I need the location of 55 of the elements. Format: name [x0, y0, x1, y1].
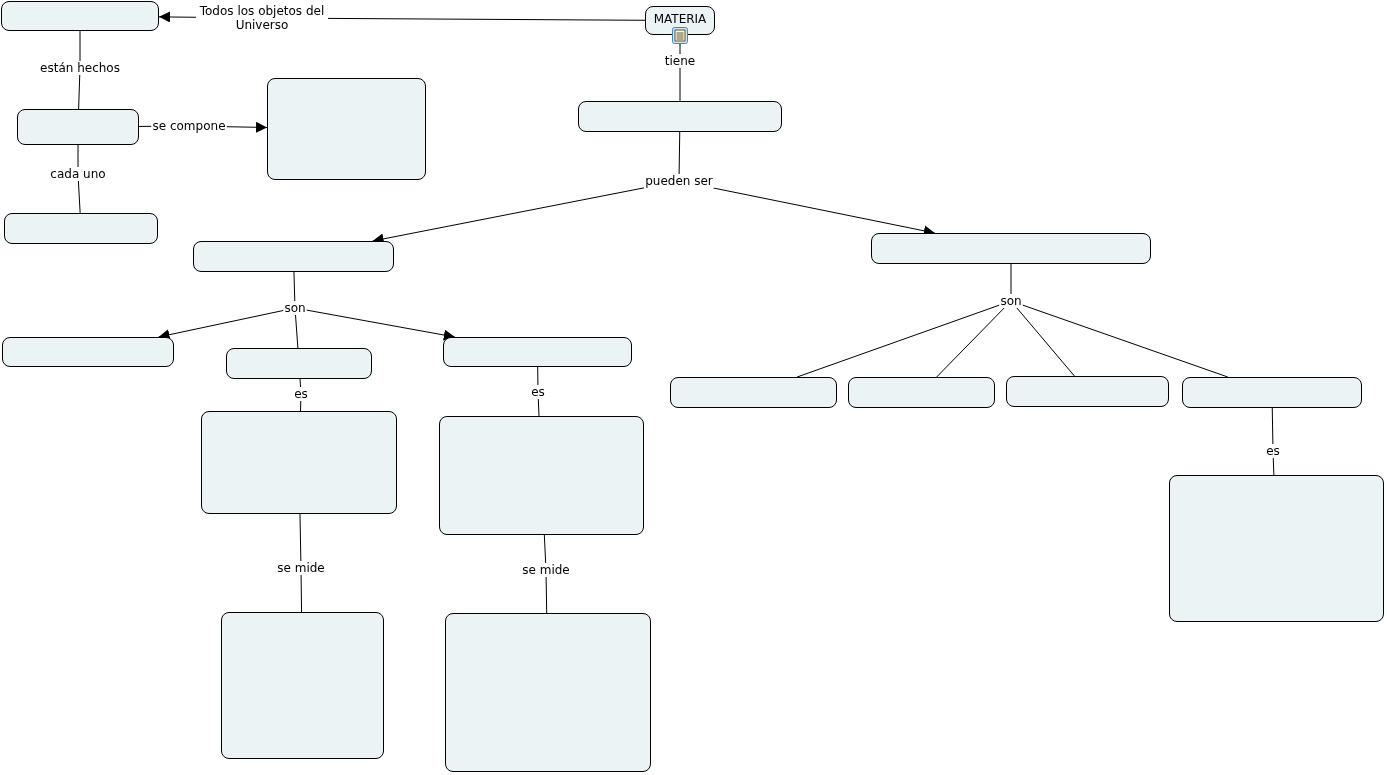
concept-box — [226, 348, 372, 379]
arrow — [158, 11, 197, 23]
concept-box — [1, 1, 159, 31]
connector-line — [543, 534, 547, 564]
concept-box — [1182, 377, 1362, 408]
connector-line — [1272, 457, 1275, 476]
connector-line — [796, 304, 1000, 378]
concept-box — [267, 78, 426, 180]
connector-line — [79, 30, 81, 62]
concept-box — [670, 377, 837, 408]
concept-box — [2, 337, 174, 367]
concept-box — [871, 233, 1151, 264]
concept-box — [1006, 376, 1169, 407]
linking-phrase: están hechos — [39, 61, 121, 75]
connector-line — [537, 366, 539, 386]
connector-line — [537, 398, 540, 417]
connector-line — [936, 307, 1005, 378]
connector-line — [77, 144, 79, 168]
connector-line — [679, 67, 681, 102]
connector-line — [678, 131, 681, 175]
arrow — [306, 309, 456, 341]
connector-line — [300, 574, 303, 613]
concept-box — [221, 612, 384, 759]
connector-line — [1271, 407, 1274, 445]
connector-line — [545, 576, 548, 614]
connector-line — [293, 271, 296, 302]
connector-line — [78, 74, 81, 110]
connector-line — [299, 513, 302, 562]
connector-line — [327, 17, 646, 21]
concept-box — [439, 416, 644, 535]
concept-box — [17, 109, 139, 145]
concept-box — [1169, 475, 1384, 622]
linking-phrase: cada uno — [49, 167, 107, 181]
concept-box — [201, 411, 397, 514]
linking-phrase: pueden ser — [644, 174, 714, 188]
linking-phrase: se mide — [276, 561, 326, 575]
connector-line — [295, 314, 299, 349]
concept-box — [443, 337, 632, 367]
arrow — [226, 121, 268, 133]
linking-phrase: tiene — [663, 54, 697, 68]
concept-box — [578, 101, 782, 132]
connector-line — [77, 180, 81, 214]
connector-line — [1016, 307, 1075, 377]
connector-line — [138, 125, 152, 127]
connector-line — [1022, 304, 1229, 378]
concept-box — [445, 613, 651, 772]
concept-box — [645, 6, 715, 35]
connector-line — [299, 378, 302, 388]
concept-box — [848, 377, 995, 408]
concept-label: MATERIA — [653, 12, 707, 26]
connector-line — [1010, 263, 1012, 295]
concept-box — [193, 241, 394, 272]
concept-box — [4, 213, 158, 244]
connector-line — [300, 400, 302, 412]
linking-phrase: se mide — [521, 563, 571, 577]
